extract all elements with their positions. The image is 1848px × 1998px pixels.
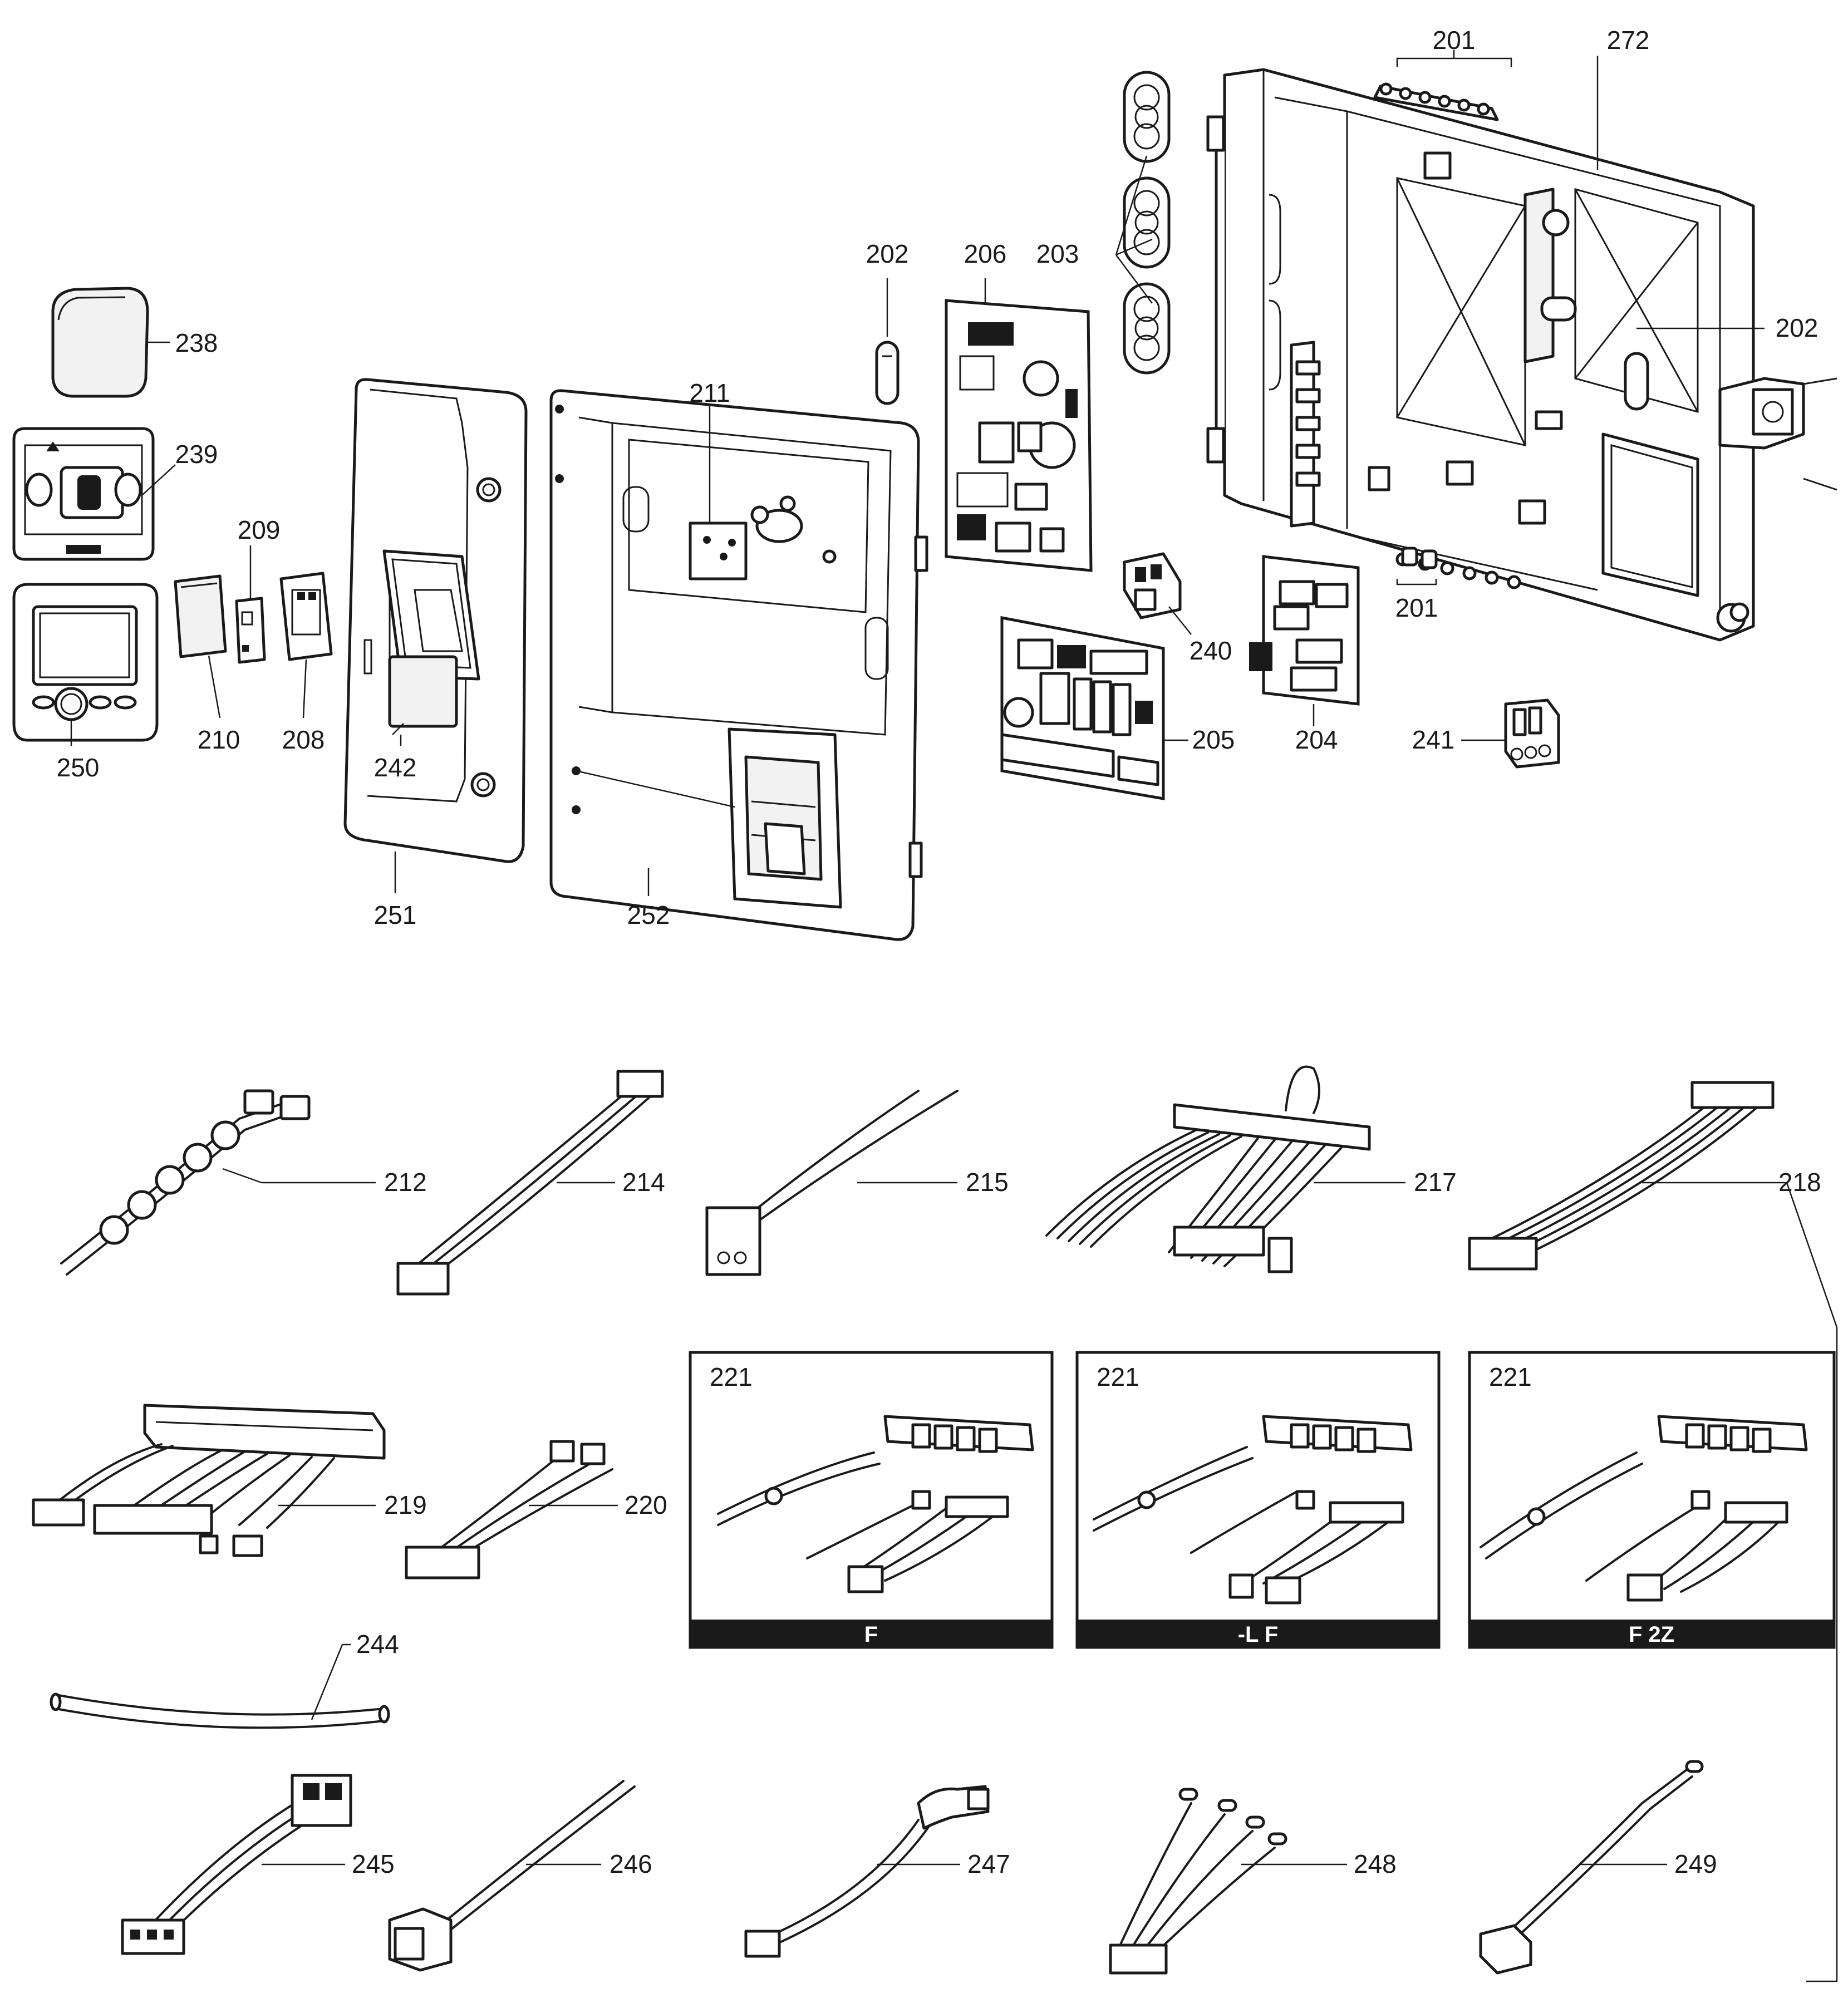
part-206-pcb <box>945 278 1093 572</box>
label-248: 248 <box>1354 1849 1397 1878</box>
part-203-grommets <box>1115 71 1171 375</box>
label-252: 252 <box>627 900 670 929</box>
label-250: 250 <box>57 753 100 782</box>
label-239: 239 <box>175 440 218 469</box>
label-204: 204 <box>1295 725 1338 754</box>
part-210-small-cover <box>174 574 227 719</box>
label-202b: 202 <box>1776 313 1818 342</box>
part-209-small-board <box>235 545 266 664</box>
label-206: 206 <box>964 239 1007 268</box>
label-241: 241 <box>1412 725 1455 754</box>
part-251-front-cover <box>343 378 528 893</box>
label-240: 240 <box>1190 636 1232 665</box>
part-244-tube <box>50 1643 390 1729</box>
part-238-cover <box>51 287 170 398</box>
part-252-rear-cover <box>549 389 928 941</box>
part-247-cable <box>744 1785 990 1958</box>
part-201-connectors <box>1396 547 1438 585</box>
part-202-plug <box>875 278 900 405</box>
kit-box-221-2 <box>1075 1351 1441 1649</box>
labels: 201 272 202 206 203 202 238 211 239 209 … <box>57 26 1821 1878</box>
part-245-cable <box>121 1774 352 1955</box>
part-215-cable <box>705 1090 959 1276</box>
label-272: 272 <box>1607 26 1650 55</box>
part-208-holder <box>279 572 333 719</box>
label-215: 215 <box>966 1168 1009 1197</box>
part-204-relay-pcb <box>1249 555 1360 726</box>
label-251: 251 <box>374 900 417 929</box>
part-218-cable <box>1468 1081 1838 1982</box>
label-202a: 202 <box>866 239 909 268</box>
label-205: 205 <box>1192 725 1235 754</box>
part-205-pcb <box>1000 616 1188 800</box>
label-220: 220 <box>625 1490 667 1519</box>
part-248-cable <box>1109 1788 1347 1975</box>
part-219-harness <box>32 1404 386 1557</box>
label-246: 246 <box>610 1849 652 1878</box>
part-217-harness <box>1045 1065 1405 1273</box>
label-219: 219 <box>384 1490 427 1519</box>
label-210: 210 <box>198 725 240 754</box>
label-218: 218 <box>1778 1168 1821 1197</box>
kit-box-221-3 <box>1468 1351 1836 1649</box>
kit-3-number: 221 <box>1489 1362 1532 1391</box>
kit-3-variant: F 2Z <box>1629 1622 1674 1647</box>
kit-box-221-1 <box>689 1351 1054 1649</box>
label-211: 211 <box>689 378 730 407</box>
part-241-terminal <box>1461 698 1560 769</box>
label-244: 244 <box>356 1630 399 1659</box>
label-203: 203 <box>1036 239 1079 268</box>
part-246-cable <box>388 1780 636 1972</box>
part-249-cable <box>1479 1760 1704 1975</box>
part-239-wall-plate <box>12 427 176 561</box>
part-214-cable <box>396 1070 664 1296</box>
label-238: 238 <box>175 328 218 357</box>
part-220-cable <box>405 1440 618 1579</box>
part-240-connector <box>1123 552 1192 635</box>
part-272-main-box <box>1206 50 1837 642</box>
label-245: 245 <box>352 1849 395 1878</box>
kit-2-variant: -L F <box>1238 1622 1279 1647</box>
label-249: 249 <box>1674 1849 1717 1878</box>
label-201b: 201 <box>1395 593 1438 622</box>
label-214: 214 <box>622 1168 665 1197</box>
label-217: 217 <box>1414 1168 1457 1197</box>
label-209: 209 <box>238 515 281 544</box>
label-212: 212 <box>384 1168 427 1197</box>
kit-1-variant: F <box>864 1622 878 1647</box>
label-208: 208 <box>282 725 325 754</box>
label-201a: 201 <box>1433 26 1476 55</box>
kit-2-number: 221 <box>1097 1362 1139 1391</box>
label-242: 242 <box>374 753 417 782</box>
kit-1-number: 221 <box>710 1362 753 1391</box>
label-247: 247 <box>967 1849 1010 1878</box>
part-212-clip-strip <box>60 1089 376 1276</box>
part-250-user-interface <box>12 583 159 746</box>
